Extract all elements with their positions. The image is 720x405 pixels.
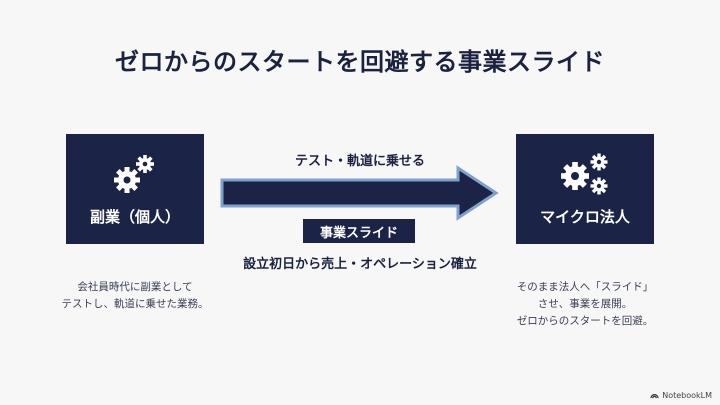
slide-title: ゼロからのスタートを回避する事業スライド <box>115 48 605 76</box>
notebooklm-watermark: NotebookLM <box>650 391 712 400</box>
description-line: ゼロからのスタートを回避。 <box>516 315 654 327</box>
side-business-box: 副業（個人） <box>66 134 204 244</box>
description-line: そのまま法人へ「スライド」 <box>516 281 654 293</box>
micro-corporation-box: マイクロ法人 <box>516 134 654 244</box>
micro-corporation-description: そのまま法人へ「スライド」 させ、事業を展開。 ゼロからのスタートを回避。 <box>490 279 680 330</box>
description-line: テストし、軌道に乗せた業務。 <box>61 298 209 310</box>
arrow-top-label: テスト・軌道に乗せる <box>294 154 425 169</box>
description-line: 会社員時代に副業として <box>77 281 193 293</box>
side-business-label: 副業（個人） <box>89 207 180 226</box>
gears-icon <box>114 154 154 193</box>
notebooklm-logo-icon <box>650 394 659 399</box>
business-slide-badge: 事業スライド <box>303 219 415 243</box>
slide-arrow <box>220 165 499 221</box>
arrow-bottom-label: 設立初日から売上・オペレーション確立 <box>243 257 477 272</box>
side-business-description: 会社員時代に副業として テストし、軌道に乗せた業務。 <box>40 279 230 313</box>
brand-name: NotebookLM <box>662 391 712 400</box>
description-line: させ、事業を展開。 <box>537 298 633 310</box>
gears-icon <box>561 153 608 194</box>
micro-corporation-label: マイクロ法人 <box>540 207 630 226</box>
